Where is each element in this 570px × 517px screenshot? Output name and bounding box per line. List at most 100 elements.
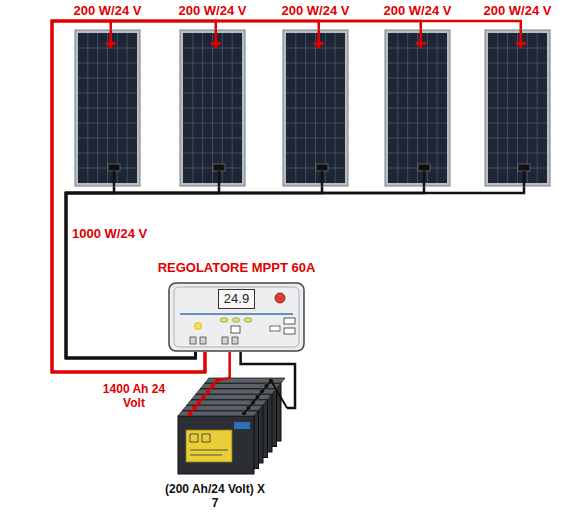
- cell-grid-line: [183, 93, 242, 94]
- cable-rating: 1000 W/24 V: [72, 226, 147, 241]
- plus-symbol: [419, 39, 422, 49]
- junction-box: [213, 164, 225, 171]
- cell-grid-line: [78, 78, 137, 79]
- panel-frame: [283, 30, 348, 186]
- cell-grid-line: [388, 48, 447, 49]
- negative-entry-wire: [271, 381, 287, 409]
- battery-bank: (200 Ah/24 Volt) X 7: [172, 378, 287, 478]
- cell-grid-line: [183, 123, 242, 124]
- cell-grid-line: [388, 138, 447, 139]
- cell-grid-line: [286, 48, 345, 49]
- junction-box: [108, 164, 120, 171]
- cell-grid-line: [488, 168, 547, 169]
- cell-grid-line: [388, 108, 447, 109]
- cell-grid-line: [78, 108, 137, 109]
- cable-rating: 1400 Ah 24 Volt: [102, 382, 166, 410]
- controller-housing: [169, 283, 304, 351]
- cell-grid-line: [78, 123, 137, 124]
- positive-wire: [52, 21, 521, 372]
- battery-case: [178, 416, 254, 474]
- solar-panel: 200 W/24 V: [385, 30, 450, 186]
- sticker-symbol: [202, 434, 210, 442]
- panel-frame: [75, 30, 140, 186]
- status-led: [232, 318, 240, 322]
- terminal-screw: [232, 337, 238, 344]
- negative-wire: [66, 186, 424, 358]
- battery-illustration: [172, 378, 287, 478]
- cell-grid-line: [388, 153, 447, 154]
- cell-grid-line: [183, 168, 242, 169]
- sticker-line: [190, 455, 222, 456]
- negative-lead: [218, 171, 221, 186]
- positive-wire: [228, 352, 231, 378]
- panel-illustration: [180, 30, 245, 186]
- solar-panel: 200 W/24 V: [180, 30, 245, 186]
- cell-grid-line: [488, 153, 547, 154]
- panel-frame: [385, 30, 450, 186]
- terminal-screw: [222, 337, 228, 344]
- cell-grid-line: [78, 138, 137, 139]
- device-label: 200 W/24 V: [468, 3, 568, 18]
- negative-lead: [321, 171, 324, 186]
- usb-port: [284, 318, 295, 324]
- power-cable: [52, 21, 424, 372]
- positive-entry-wire: [217, 378, 230, 381]
- device-label: REGOLATORE MPPT 60A: [137, 260, 337, 275]
- power-button: [275, 293, 285, 303]
- cell-grid-line: [286, 93, 345, 94]
- panel-illustration: [485, 30, 550, 186]
- cell-grid-line: [388, 93, 447, 94]
- cell-grid-line: [488, 93, 547, 94]
- cell-grid-line: [488, 48, 547, 49]
- cell-grid-line: [286, 108, 345, 109]
- junction-box: [316, 164, 328, 171]
- status-led: [244, 318, 252, 322]
- display-reading: 24.9: [224, 291, 249, 307]
- battery-caption: (200 Ah/24 Volt) X 7: [163, 482, 267, 510]
- cell-grid-line: [388, 78, 447, 79]
- solar-panel: 200 W/24 V: [283, 30, 348, 186]
- power-cable: [52, 21, 524, 372]
- battery-sticker: [186, 430, 232, 462]
- panel-cells: [78, 33, 137, 183]
- solar-panel: 200 W/24 V: [75, 30, 140, 186]
- panel-cells: [183, 33, 242, 183]
- panel-frame: [485, 30, 550, 186]
- plus-symbol: [519, 39, 522, 49]
- brand-badge: [234, 422, 250, 429]
- cell-grid-line: [183, 48, 242, 49]
- negative-lead: [523, 171, 526, 186]
- cell-grid-line: [78, 168, 137, 169]
- panel-frame: [180, 30, 245, 186]
- device-label: 200 W/24 V: [163, 3, 263, 18]
- cell-grid-line: [286, 78, 345, 79]
- usb-port: [284, 328, 295, 334]
- controller-bezel: [174, 287, 299, 347]
- device-label: 200 W/24 V: [266, 3, 366, 18]
- load-icon: [270, 326, 280, 331]
- charge-controller: REGOLATORE MPPT 60A24.9: [168, 282, 305, 352]
- plus-symbol: [317, 39, 320, 49]
- terminal-screw: [190, 337, 196, 344]
- cell-grid-line: [183, 138, 242, 139]
- positive-wire: [52, 21, 421, 372]
- panel-cells: [488, 33, 547, 183]
- panel-cells: [388, 33, 447, 183]
- sticker-line: [190, 450, 228, 451]
- cell-grid-line: [286, 153, 345, 154]
- power-cable: [52, 21, 322, 372]
- cell-grid-line: [488, 108, 547, 109]
- positive-wire: [52, 21, 319, 372]
- cell-grid-line: [78, 93, 137, 94]
- cell-grid-line: [183, 78, 242, 79]
- cell-grid-line: [388, 63, 447, 64]
- negative-wire: [66, 186, 524, 358]
- panel-illustration: [385, 30, 450, 186]
- cell-grid-line: [388, 123, 447, 124]
- cell-grid-line: [78, 153, 137, 154]
- negative-lead: [423, 171, 426, 186]
- cell-grid-line: [488, 63, 547, 64]
